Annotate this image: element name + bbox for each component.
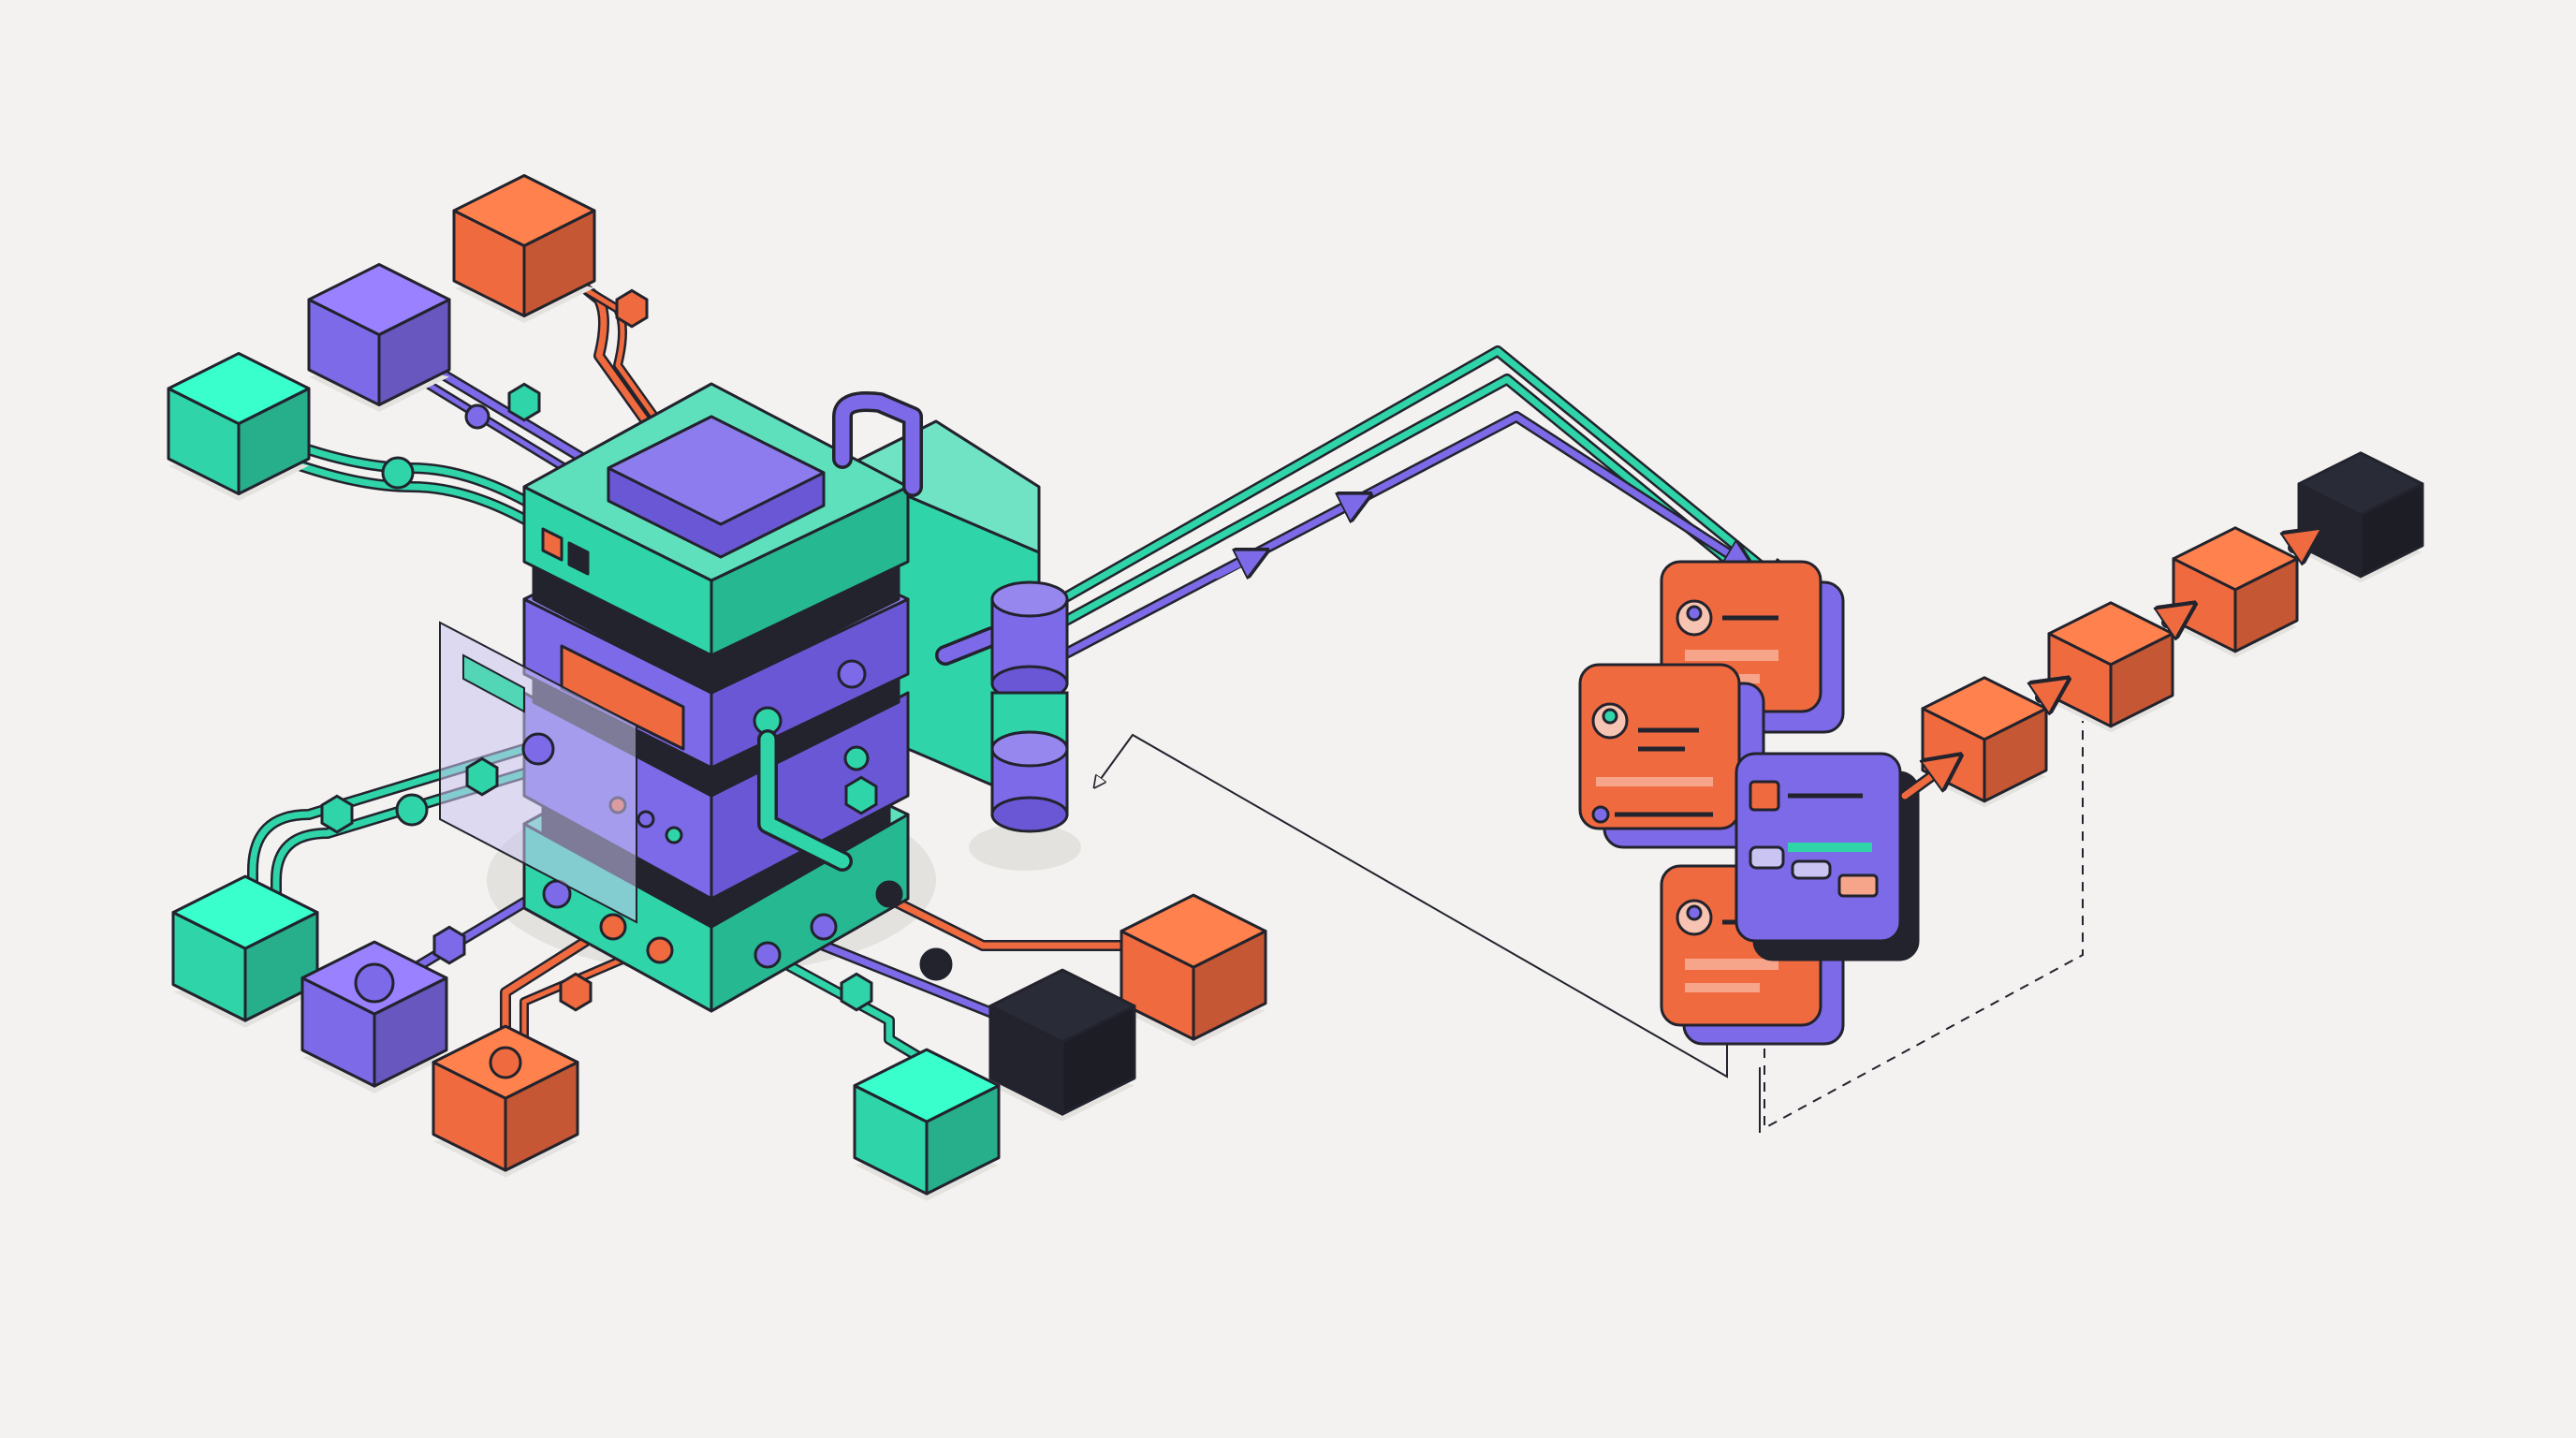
chain-block-icon bbox=[2297, 451, 2424, 583]
cable-node-icon bbox=[381, 456, 415, 490]
cable-node-icon bbox=[464, 404, 490, 430]
chain-block-icon bbox=[2047, 601, 2174, 733]
server-stack-icon bbox=[522, 382, 1041, 1013]
cable-node-icon bbox=[844, 775, 878, 815]
cable-node-icon bbox=[507, 382, 541, 422]
storage-drum-icon bbox=[990, 580, 1069, 833]
cable-node-icon bbox=[320, 794, 354, 834]
user-card-cluster bbox=[1578, 560, 1920, 1046]
cable-node-icon bbox=[521, 732, 555, 766]
chain-arrows bbox=[1899, 532, 2317, 801]
input-cables bbox=[247, 257, 1129, 1081]
cable-node-icon bbox=[919, 947, 953, 981]
cable-node-icon bbox=[615, 288, 649, 329]
cube-icon bbox=[853, 1048, 1001, 1201]
cube-icon bbox=[167, 352, 311, 501]
cable-node-icon bbox=[559, 972, 593, 1012]
cube-icon bbox=[988, 968, 1136, 1122]
cable-node-group bbox=[320, 288, 953, 1079]
hub-to-cards-connectors bbox=[1057, 345, 1788, 661]
cable-node-icon bbox=[395, 793, 429, 827]
cube-icon bbox=[171, 874, 319, 1028]
drum-shadow bbox=[969, 824, 1081, 871]
block-group bbox=[167, 174, 2424, 1201]
cube-icon bbox=[1120, 893, 1267, 1047]
glass-panel bbox=[439, 621, 637, 924]
cable-node-icon bbox=[489, 1046, 522, 1079]
cable-node-icon bbox=[465, 756, 499, 797]
cube-icon bbox=[452, 174, 596, 323]
cable-node-icon bbox=[432, 925, 466, 965]
cube-icon bbox=[432, 1024, 579, 1178]
hub-pipes bbox=[757, 391, 1003, 872]
feedback-connectors bbox=[1095, 721, 2084, 1133]
dashboard-card-icon bbox=[1734, 752, 1920, 961]
cable-node-icon bbox=[354, 962, 395, 1004]
cube-icon bbox=[300, 940, 448, 1093]
cube-icon bbox=[307, 263, 451, 412]
chain-block-icon bbox=[2172, 526, 2299, 658]
chain-block-icon bbox=[1921, 676, 2048, 808]
user-card-icon bbox=[1578, 663, 1765, 849]
cable-node-icon bbox=[840, 972, 873, 1012]
